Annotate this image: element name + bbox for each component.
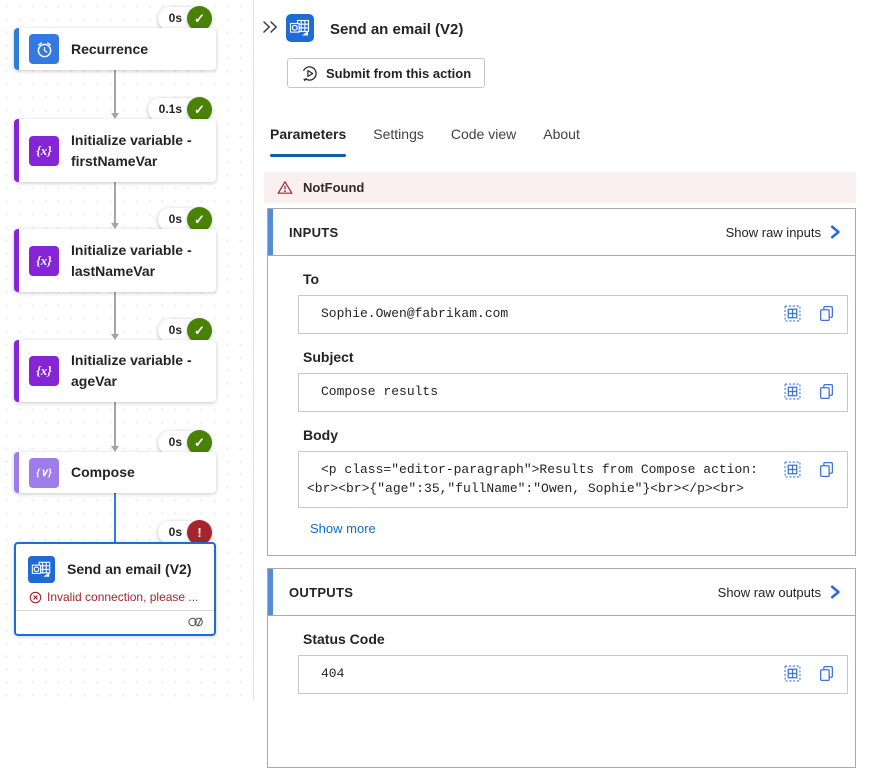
error-circle-x-icon: [29, 591, 42, 603]
node-accent-bar: [14, 229, 19, 292]
outputs-header: OUTPUTS Show raw outputs: [268, 569, 855, 616]
node-error-message: Invalid connection, please ...: [16, 590, 214, 610]
node-title: Initialize variable - lastNameVar: [71, 241, 192, 279]
field-subject: Compose results: [298, 372, 848, 412]
edge-connector-selected: [114, 493, 116, 542]
inputs-section: INPUTS Show raw inputs To Sophie.Owen@fa…: [267, 208, 856, 557]
node-recurrence[interactable]: 0s ✓ Recurrence: [14, 6, 216, 70]
success-check-icon: ✓: [187, 97, 212, 122]
node-title: Initialize variable - ageVar: [71, 352, 192, 389]
success-check-icon: ✓: [187, 6, 212, 31]
node-send-email[interactable]: 0s ! Send an email (V2) Invalid connecti…: [14, 520, 216, 636]
node-status-badge: 0s ✓: [157, 207, 212, 232]
show-raw-inputs-link[interactable]: Show raw inputs: [726, 225, 841, 240]
show-raw-outputs-link[interactable]: Show raw outputs: [718, 585, 841, 600]
field-label-body: Body: [303, 426, 338, 443]
chevron-right-icon: [830, 225, 840, 239]
error-banner: NotFound: [264, 172, 856, 203]
node-title: Initialize variable - firstNameVar: [71, 131, 192, 169]
submit-from-action-button[interactable]: Submit from this action: [287, 58, 486, 88]
tab-bar: Parameters Settings Code view About: [270, 126, 580, 157]
node-status-badge: 0s ✓: [157, 318, 212, 343]
node-status-badge: 0.1s ✓: [147, 97, 212, 122]
section-title: OUTPUTS: [289, 584, 354, 600]
field-label-subject: Subject: [303, 348, 354, 365]
view-table-icon[interactable]: [784, 305, 801, 322]
panel-title: Send an email (V2): [330, 21, 464, 38]
node-title: Compose: [71, 464, 135, 480]
node-footer: [16, 610, 214, 633]
success-check-icon: ✓: [187, 318, 212, 343]
node-initialize-lastnamevar[interactable]: 0s ✓ {x} Initialize variable - lastNameV…: [14, 207, 216, 292]
node-initialize-firstnamevar[interactable]: 0.1s ✓ {x} Initialize variable - firstNa…: [14, 97, 216, 182]
view-table-icon[interactable]: [784, 665, 801, 682]
tab-code-view[interactable]: Code view: [450, 126, 517, 142]
show-more-link[interactable]: Show more: [310, 521, 376, 537]
recurrence-clock-icon: [29, 34, 59, 64]
node-status-badge: 0s ✓: [157, 6, 212, 31]
node-initialize-agevar[interactable]: 0s ✓ {x} Initialize variable - ageVar: [14, 318, 216, 402]
edge-connector: [111, 182, 119, 229]
node-compose[interactable]: 0s ✓ {∨} Compose: [14, 430, 216, 493]
copy-icon[interactable]: [818, 305, 835, 322]
field-value: 404: [321, 666, 345, 681]
edge-connector: [111, 292, 119, 340]
warning-triangle-icon: [277, 181, 293, 194]
tab-settings[interactable]: Settings: [373, 126, 424, 142]
variable-icon: {x}: [29, 135, 59, 166]
connection-icon[interactable]: [187, 616, 205, 628]
node-title: Recurrence: [71, 40, 149, 57]
action-details-panel: Send an email (V2) Submit from this acti…: [254, 0, 870, 768]
panel-divider: [253, 0, 254, 700]
node-title: Send an email (V2): [67, 560, 192, 577]
error-exclamation-icon: !: [187, 520, 212, 545]
copy-icon[interactable]: [818, 665, 835, 682]
variable-icon: {x}: [29, 245, 59, 276]
field-status-code: 404: [298, 655, 848, 694]
collapse-panel-icon[interactable]: [260, 17, 280, 42]
field-to: Sophie.Owen@fabrikam.com: [298, 295, 848, 334]
workflow-canvas[interactable]: 0s ✓ Recurrence 0.1s ✓ {x} Initialize va…: [0, 0, 253, 700]
node-accent-bar: [14, 340, 19, 402]
node-status-badge: 0s ✓: [157, 430, 212, 455]
field-label-to: To: [303, 271, 320, 287]
field-value: <p class="editor-paragraph">Results from…: [307, 461, 766, 496]
edge-connector: [111, 402, 119, 452]
section-accent-bar: [268, 569, 273, 615]
compose-icon: {∨}: [29, 457, 59, 488]
edge-connector: [111, 70, 119, 119]
view-table-icon[interactable]: [784, 461, 801, 478]
view-table-icon[interactable]: [784, 383, 801, 400]
chevron-right-icon: [830, 585, 840, 599]
outlook-icon: [28, 555, 55, 583]
success-check-icon: ✓: [187, 207, 212, 232]
tab-about[interactable]: About: [543, 126, 580, 142]
node-accent-bar: [14, 119, 19, 182]
tab-parameters[interactable]: Parameters: [270, 126, 347, 157]
copy-icon[interactable]: [818, 383, 835, 400]
field-value: Compose results: [321, 383, 439, 399]
banner-text: NotFound: [303, 180, 365, 195]
node-accent-bar: [14, 28, 19, 70]
variable-icon: {x}: [29, 356, 59, 386]
field-body: <p class="editor-paragraph">Results from…: [298, 450, 848, 509]
node-accent-bar: [14, 452, 19, 493]
section-accent-bar: [268, 209, 273, 255]
copy-icon[interactable]: [818, 461, 835, 478]
inputs-header: INPUTS Show raw inputs: [268, 209, 855, 256]
node-status-badge: 0s !: [157, 520, 212, 545]
success-check-icon: ✓: [187, 430, 212, 455]
resubmit-icon: [302, 65, 317, 81]
outputs-section: OUTPUTS Show raw outputs Status Code 404: [267, 568, 856, 768]
outlook-icon: [286, 14, 314, 47]
field-value: Sophie.Owen@fabrikam.com: [321, 306, 509, 321]
field-label-status-code: Status Code: [303, 631, 385, 647]
section-title: INPUTS: [289, 224, 339, 240]
